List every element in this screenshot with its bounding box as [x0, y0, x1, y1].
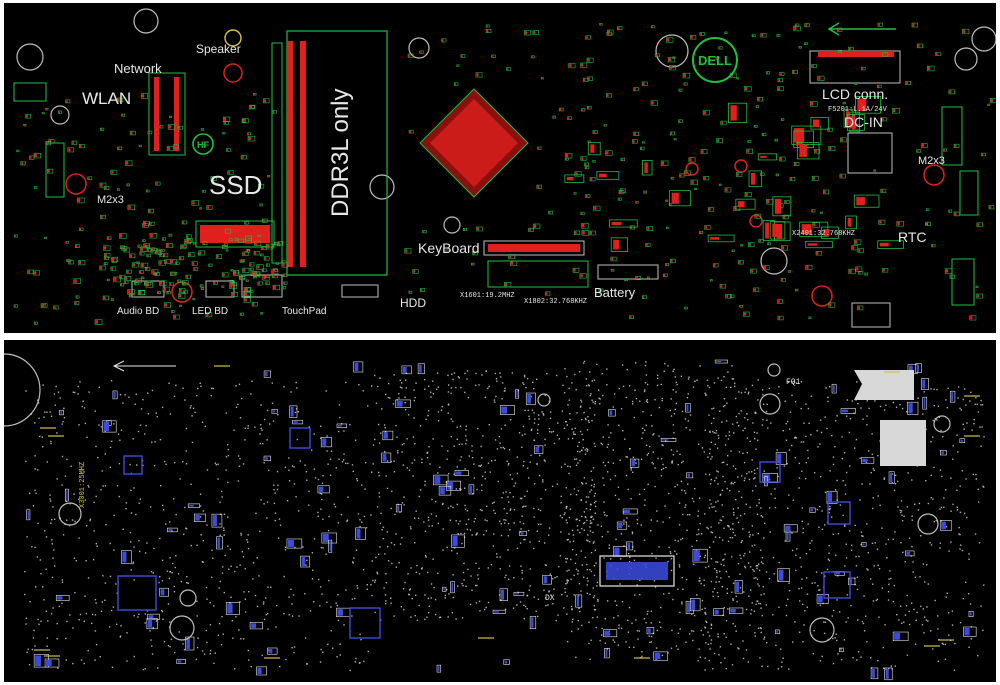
- label-speaker: Speaker: [196, 42, 241, 56]
- label-ssd: SSD: [209, 170, 262, 200]
- label-led-bd: LED BD: [192, 306, 228, 317]
- top-side-panel[interactable]: DELL Network Speaker WLAN M2x3 SSD DDR3L…: [4, 3, 996, 333]
- label-m2x3-right: M2x3: [918, 155, 945, 167]
- label-dc-in: DC-IN: [844, 114, 883, 130]
- label-dx: DX: [545, 594, 555, 603]
- label-battery: Battery: [594, 285, 636, 300]
- label-lcd-conn: LCD conn.: [822, 86, 888, 102]
- label-network: Network: [114, 61, 162, 76]
- label-audio-bd: Audio BD: [117, 306, 159, 317]
- mounting-holes: [16, 8, 996, 275]
- corner-hole: [4, 353, 41, 427]
- bottom-connector: [599, 555, 675, 587]
- hf-ring: [192, 133, 214, 155]
- label-x1802: X1802:32.768KHZ: [524, 298, 587, 306]
- label-x3001: X3001:25MHZ: [79, 462, 87, 508]
- label-hf: HF: [197, 140, 209, 150]
- label-keyboard: KeyBoard: [418, 240, 479, 256]
- bottom-side-panel[interactable]: X3001:25MHZ DX FQ1: [4, 340, 996, 682]
- top-smd-components: [13, 22, 996, 325]
- label-ddr3l: DDR3L only: [327, 89, 354, 218]
- lcd-arrow: [827, 22, 896, 36]
- keyboard-connector: [483, 240, 589, 288]
- bottom-smd-components: [26, 359, 977, 681]
- bottom-grey-boxes: [854, 370, 926, 466]
- left-io: [13, 82, 979, 306]
- label-fq1: FQ1: [786, 378, 801, 387]
- label-m2x3-left: M2x3: [97, 194, 124, 206]
- dell-logo-text: DELL: [698, 53, 732, 68]
- dc-in-jack: [847, 132, 893, 328]
- wlan-ring: [50, 105, 70, 125]
- bottom-arrow: [112, 360, 176, 372]
- top-side-layout: DELL Network Speaker WLAN M2x3 SSD DDR3L…: [4, 3, 996, 333]
- cpu-bga: [419, 88, 529, 198]
- dell-logo-mark: DELL: [692, 37, 738, 83]
- ssd-connector: [195, 220, 275, 248]
- label-hdd: HDD: [400, 296, 426, 310]
- bottom-qfn-ics: [117, 427, 851, 639]
- bottom-side-layout: X3001:25MHZ DX FQ1: [4, 340, 996, 682]
- label-touchpad: TouchPad: [282, 306, 326, 317]
- bottom-yellow-marks: [34, 365, 980, 659]
- label-wlan: WLAN: [82, 89, 131, 108]
- wlan-module: [148, 72, 186, 156]
- label-x1601: X1601:19.2MHZ: [460, 292, 515, 300]
- label-fuse: F5201:L.1A/24V: [828, 106, 888, 114]
- bottom-pad-fields: [24, 360, 985, 672]
- bottom-holes: [58, 363, 951, 643]
- label-x2401: X2401:32.768KHZ: [792, 230, 855, 238]
- board-background-bottom: [4, 340, 996, 682]
- speaker-ring: [224, 29, 242, 47]
- label-rtc: RTC: [898, 229, 927, 245]
